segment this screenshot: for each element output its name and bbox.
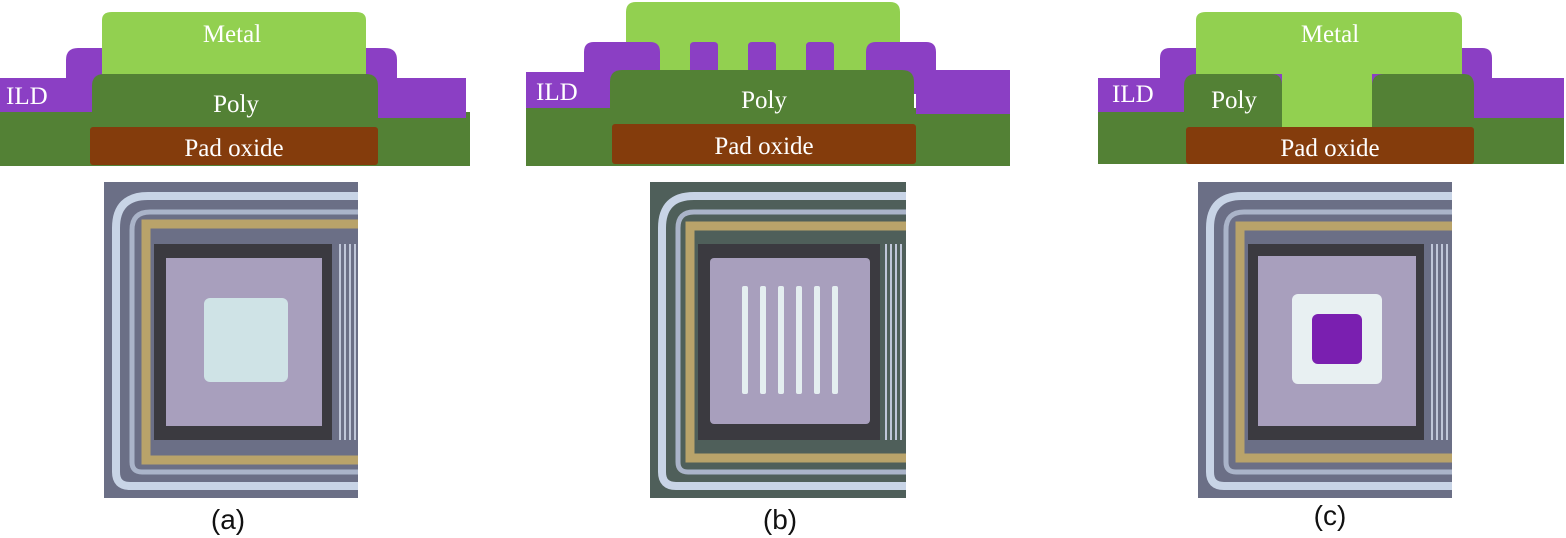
metal-label: Metal bbox=[1301, 21, 1359, 48]
stripe-openings bbox=[742, 286, 838, 394]
poly-label: Poly bbox=[1211, 87, 1257, 114]
micrograph-c bbox=[1198, 182, 1452, 498]
panel-b: ILD Poly Pad oxide (b) bbox=[522, 0, 1012, 538]
ild-label: ILD bbox=[1112, 81, 1154, 108]
panel-c: Metal ILD Poly Pad oxide (c) bbox=[1096, 0, 1566, 538]
pad-oxide-label: Pad oxide bbox=[184, 135, 283, 162]
pad-oxide-layer bbox=[612, 124, 916, 164]
pad-oxide-layer bbox=[90, 127, 378, 165]
metal-layer bbox=[1196, 12, 1462, 130]
poly-layer-right bbox=[1372, 74, 1474, 130]
micrograph-b bbox=[650, 182, 906, 498]
pad-oxide-label: Pad oxide bbox=[714, 133, 813, 160]
cross-section-b: ILD Poly Pad oxide bbox=[526, 2, 1010, 166]
caption-c: (c) bbox=[1313, 500, 1347, 531]
pad-surface bbox=[710, 258, 870, 424]
micrograph-a bbox=[104, 182, 358, 498]
poly-layer-left bbox=[1184, 74, 1282, 130]
cross-section-c: Metal ILD Poly Pad oxide bbox=[1098, 12, 1564, 164]
ild-label: ILD bbox=[536, 79, 578, 106]
poly-layer bbox=[610, 70, 914, 128]
poly-label: Poly bbox=[213, 91, 259, 118]
caption-a: (a) bbox=[210, 504, 246, 535]
pad-oxide-layer bbox=[1186, 127, 1474, 164]
via-fill bbox=[1312, 314, 1362, 364]
ild-label: ILD bbox=[6, 83, 48, 110]
cross-section-a: Metal ILD Poly Pad oxide bbox=[0, 12, 470, 166]
metal-layer bbox=[102, 12, 366, 74]
pad-oxide-label: Pad oxide bbox=[1280, 135, 1379, 162]
caption-b: (b) bbox=[762, 504, 798, 535]
panel-a: Metal ILD Poly Pad oxide (a) bbox=[0, 0, 470, 538]
metal-label: Metal bbox=[203, 21, 261, 48]
contact-opening bbox=[204, 298, 288, 382]
poly-label: Poly bbox=[741, 87, 787, 114]
poly-layer bbox=[92, 74, 378, 130]
